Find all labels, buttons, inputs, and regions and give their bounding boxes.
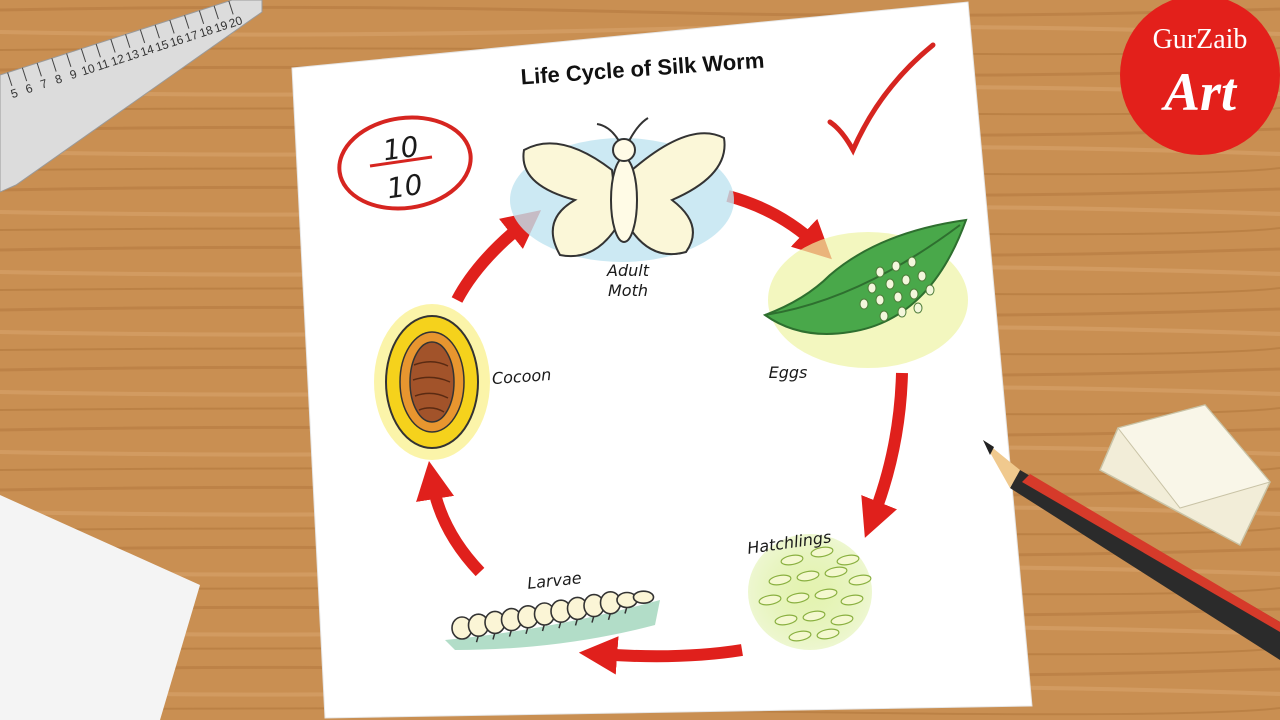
ruler-tick (169, 19, 175, 34)
arrow-hatchlings-to-larvae (578, 636, 743, 675)
hatchling-mark (836, 554, 860, 566)
score-denominator: 10 (385, 168, 425, 206)
egg-dot (913, 302, 923, 314)
hatchling-mark (788, 630, 812, 642)
paper-sheet (291, 1, 1033, 719)
moth-illustration (510, 117, 734, 262)
hatchling-mark (802, 610, 826, 622)
egg-dot (893, 291, 903, 303)
hatchling-mark (786, 592, 810, 604)
egg-dot (907, 256, 917, 268)
larva-illustration (445, 590, 660, 650)
logo-text-line2: Art (1161, 62, 1238, 122)
hatchling-mark (780, 554, 804, 566)
larva-segment (632, 590, 655, 605)
egg-dot (901, 274, 911, 286)
hatchling-mark (824, 566, 848, 578)
ruler-number: 17 (183, 27, 200, 45)
hatchling-mark (758, 594, 782, 606)
ruler-tick (184, 15, 190, 29)
label-adult-moth: Adult (606, 261, 650, 280)
cycle-arrows (416, 190, 908, 675)
egg-dot (909, 288, 919, 300)
ruler-tick (36, 62, 42, 77)
check-mark-icon (827, 42, 936, 156)
ruler-tick (80, 48, 87, 63)
label-eggs: Eggs (769, 363, 808, 382)
arrow-eggs-to-hatchlings (861, 372, 908, 538)
ruler-tick (51, 58, 57, 72)
hatchling-mark (768, 574, 792, 586)
ruler-number: 8 (53, 71, 64, 86)
egg-dot (891, 260, 901, 272)
egg-dot (859, 298, 869, 310)
ruler-number: 14 (139, 42, 156, 60)
hatchling-mark (774, 614, 798, 626)
hatchling-mark (796, 570, 820, 582)
ruler-tick (213, 5, 219, 20)
arrow-larvae-to-cocoon (416, 461, 485, 577)
ruler-number: 12 (109, 51, 126, 69)
ruler-tick (7, 72, 13, 87)
ruler-tick (110, 39, 116, 53)
brand-logo: GurZaib Art (1120, 0, 1280, 155)
egg-dot (885, 278, 895, 290)
hatchlings-illustration (748, 534, 872, 650)
ruler-number: 10 (80, 61, 97, 79)
ruler-tick (21, 67, 28, 82)
hatchling-mark (830, 614, 854, 626)
egg-dot (879, 310, 889, 322)
egg-dot (897, 306, 907, 318)
egg-dot (875, 294, 885, 306)
egg-dot (875, 266, 885, 278)
logo-text-line1: GurZaib (1153, 24, 1248, 55)
ruler-tick (95, 43, 101, 58)
paper-sheet-corner (0, 495, 200, 720)
hatchling-mark (816, 628, 840, 640)
hatchling-mark (840, 594, 864, 606)
ruler-number: 7 (39, 76, 50, 91)
ruler-number: 16 (168, 32, 185, 50)
ruler-number: 13 (124, 47, 141, 65)
ruler-tick (125, 34, 131, 48)
pencil-icon (983, 440, 1280, 660)
label-adult-moth-line2: Moth (608, 281, 648, 300)
ruler-number: 9 (68, 67, 79, 82)
leaf-eggs-illustration (762, 218, 968, 368)
ruler-number: 11 (95, 56, 111, 73)
hatchling-mark (814, 588, 838, 600)
ruler-number: 6 (24, 81, 35, 96)
ruler-number: 5 (9, 86, 20, 101)
ruler-tick (139, 29, 146, 44)
cocoon-illustration (374, 304, 490, 460)
hatchling-mark (810, 546, 834, 558)
ruler-tick (66, 53, 72, 67)
hatchling-mark (848, 574, 872, 586)
arrow-moth-to-eggs (726, 190, 832, 260)
ruler-number: 15 (153, 37, 170, 55)
ruler-tick (154, 24, 160, 39)
egg-dot (867, 282, 877, 294)
ruler-tick (228, 0, 234, 15)
eraser-icon (1099, 404, 1271, 547)
egg-dot (925, 284, 935, 296)
ruler-tick (198, 10, 205, 25)
egg-dot (917, 270, 927, 282)
ruler-number: 18 (198, 23, 215, 41)
ruler-number: 19 (212, 18, 229, 36)
ruler-number: 20 (227, 13, 244, 31)
label-cocoon: Cocoon (491, 365, 552, 388)
arrow-cocoon-to-moth (451, 210, 542, 303)
score-badge: 10 10 (337, 115, 473, 211)
